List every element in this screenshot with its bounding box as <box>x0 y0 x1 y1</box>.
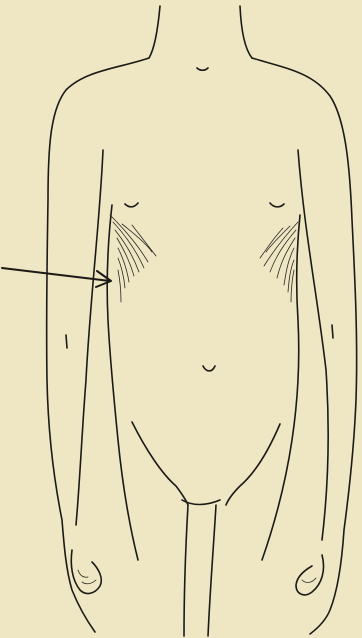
neck-right-outline <box>240 6 252 58</box>
left-arm-outer-outline <box>47 58 149 632</box>
right-nipple <box>270 203 284 207</box>
left-inguinal-line <box>132 422 188 505</box>
right-inguinal-line <box>226 424 280 505</box>
right-arm-outer-outline <box>252 58 357 634</box>
right-hand-outline <box>296 555 324 595</box>
right-inner-thigh <box>208 505 216 636</box>
right-finger-lines <box>302 578 316 582</box>
neck-left-outline <box>149 6 160 58</box>
left-hatching <box>110 215 156 302</box>
left-elbow-mark <box>66 335 67 348</box>
left-finger-lines <box>78 570 96 584</box>
left-arm-inner-outline <box>76 150 103 525</box>
right-hatching <box>260 222 298 302</box>
right-torso-outline <box>262 215 300 560</box>
left-nipple <box>125 203 138 207</box>
right-elbow-mark <box>332 325 333 338</box>
right-arm-inner-outline <box>298 150 328 540</box>
suprasternal-notch <box>197 68 208 70</box>
left-hand-outline <box>71 550 101 593</box>
navel <box>203 366 215 371</box>
left-inner-thigh <box>184 505 188 636</box>
